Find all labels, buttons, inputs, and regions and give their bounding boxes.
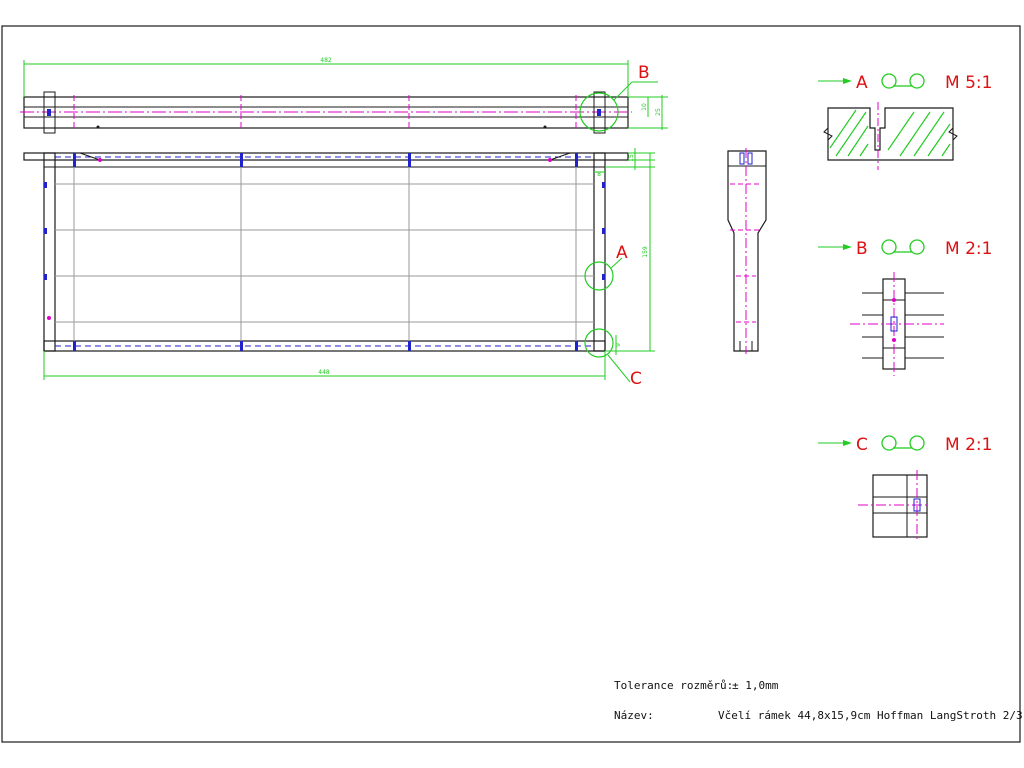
nail-dot bbox=[96, 125, 100, 129]
nail-head bbox=[548, 158, 552, 162]
section-arrowhead bbox=[843, 244, 852, 250]
detail-header-scale: M 2:1 bbox=[945, 435, 992, 455]
joint-mark bbox=[408, 153, 411, 167]
dim-label-top-small: 10 bbox=[641, 103, 648, 111]
nail-dot bbox=[543, 125, 547, 129]
end-bar-slot bbox=[747, 152, 753, 165]
detail-a bbox=[823, 102, 958, 170]
rotate-cw-icon bbox=[881, 73, 897, 89]
name-label: Název: bbox=[614, 709, 654, 722]
detail-header-scale: M 2:1 bbox=[945, 239, 992, 259]
nail-mark bbox=[890, 316, 898, 332]
marker-b: B bbox=[638, 63, 650, 83]
frame-top-bar bbox=[23, 152, 629, 161]
joint-mark bbox=[602, 274, 605, 280]
joint-mark bbox=[602, 228, 605, 234]
top-bar-end-block-right bbox=[593, 91, 606, 134]
dim-label-height: 159 bbox=[642, 246, 649, 258]
hatch-line bbox=[887, 111, 915, 151]
dim-label-bottom-small: 9 bbox=[615, 343, 622, 347]
nail-head bbox=[47, 316, 51, 320]
detail-circle-b bbox=[579, 92, 619, 132]
section-arrowhead bbox=[843, 440, 852, 446]
dim-label-bottom-length: 448 bbox=[318, 369, 330, 376]
joint-mark bbox=[73, 153, 76, 167]
front-view bbox=[23, 148, 655, 383]
hatch-line bbox=[927, 123, 951, 157]
nail bbox=[549, 152, 571, 161]
nail-head bbox=[892, 338, 896, 342]
joint-mark bbox=[44, 228, 47, 234]
tolerance-value: ± 1,0mm bbox=[732, 679, 779, 692]
hatch-line bbox=[847, 125, 869, 157]
detail-header-letter: B bbox=[856, 239, 868, 259]
top-bar-end-block-left bbox=[43, 91, 56, 134]
detail-circle-c bbox=[584, 328, 614, 358]
detail-b bbox=[850, 272, 944, 376]
frame-bottom-bar bbox=[43, 340, 606, 352]
rotate-cw-icon bbox=[881, 435, 897, 451]
detail-arrows bbox=[818, 78, 852, 446]
rotate-cw-icon bbox=[881, 239, 897, 255]
top-view bbox=[20, 60, 668, 134]
joint-mark bbox=[602, 182, 605, 188]
break-line bbox=[948, 127, 958, 141]
nail-head bbox=[98, 158, 102, 162]
nail bbox=[79, 152, 101, 161]
dim-label-top-thickness: 25 bbox=[655, 108, 662, 116]
detail-header-letter: C bbox=[856, 435, 868, 455]
section-arrowhead bbox=[843, 78, 852, 84]
joint-mark bbox=[44, 274, 47, 280]
detail-leader-a bbox=[610, 257, 623, 269]
detail-leader-c bbox=[607, 354, 631, 383]
name-value: Včelí rámek 44,8x15,9cm Hoffman LangStro… bbox=[718, 709, 1023, 722]
dim-label-top-length: 482 bbox=[320, 57, 332, 64]
rotation-symbols bbox=[881, 73, 925, 451]
joint-mark bbox=[73, 341, 76, 351]
joint-mark bbox=[575, 153, 578, 167]
nail-mark bbox=[597, 109, 601, 116]
hatch-line bbox=[859, 143, 869, 157]
joint-mark bbox=[575, 341, 578, 351]
side-view bbox=[727, 148, 767, 354]
tolerance-label: Tolerance rozměrů: bbox=[614, 679, 733, 692]
nail-mark bbox=[913, 498, 921, 512]
detail-header-letter: A bbox=[856, 73, 868, 93]
marker-c: C bbox=[630, 369, 642, 389]
dim-label-right-small: 8 bbox=[597, 171, 601, 178]
detail-a-outline bbox=[827, 107, 954, 161]
break-line bbox=[823, 127, 833, 141]
hatch-line bbox=[899, 111, 931, 157]
joint-mark bbox=[240, 153, 243, 167]
dim-label-top-small: 15 bbox=[628, 154, 635, 162]
rotate-ccw-icon bbox=[909, 73, 925, 89]
sheet-border bbox=[1, 25, 1021, 743]
detail-c bbox=[858, 470, 930, 542]
nail-mark bbox=[47, 109, 51, 116]
detail-circle-a bbox=[584, 261, 614, 291]
joint-mark bbox=[240, 341, 243, 351]
joint-mark bbox=[408, 341, 411, 351]
rotate-ccw-icon bbox=[909, 435, 925, 451]
nail-head bbox=[892, 298, 896, 302]
hatch-line bbox=[829, 109, 857, 149]
detail-c-block bbox=[872, 474, 928, 538]
end-bar-slot bbox=[739, 152, 745, 165]
rotate-ccw-icon bbox=[909, 239, 925, 255]
hatch-line bbox=[835, 111, 867, 157]
joint-mark bbox=[44, 182, 47, 188]
detail-leader-b bbox=[613, 81, 633, 101]
hatch-line bbox=[913, 111, 945, 157]
detail-header-scale: M 5:1 bbox=[945, 73, 992, 93]
hatch-line bbox=[941, 143, 951, 157]
marker-a: A bbox=[616, 243, 628, 263]
end-bar-profile bbox=[727, 150, 767, 352]
